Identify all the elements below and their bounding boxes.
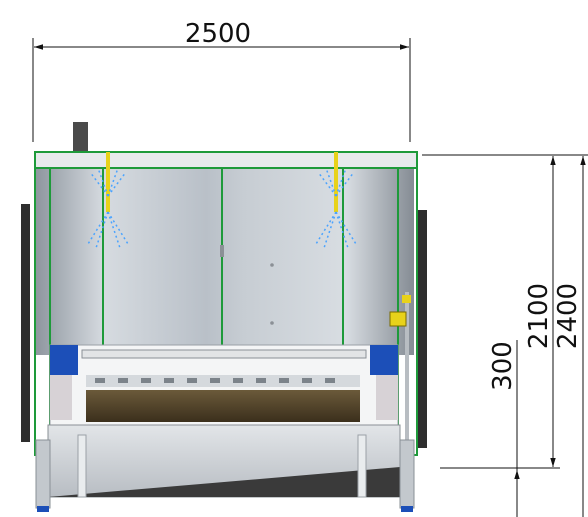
leg-right	[399, 439, 415, 509]
dimension-label-300: 300	[488, 341, 518, 391]
roller-bar	[81, 349, 367, 359]
nozzle-bar-right	[334, 152, 338, 212]
leg-left	[35, 439, 51, 509]
center-fitting	[220, 245, 224, 257]
drum-housing	[36, 165, 414, 355]
dimension-label-width: 2500	[185, 19, 251, 49]
valve-body	[389, 311, 407, 327]
valve-fitting	[402, 295, 411, 303]
top-cover	[34, 151, 418, 169]
dimension-label-2400: 2400	[553, 283, 583, 349]
foot-right	[401, 506, 413, 512]
side-guard-left	[50, 375, 72, 420]
dimension-heights: 2100 2400 300	[422, 154, 588, 517]
side-guard-right	[376, 375, 398, 420]
bolt-marker-1	[270, 263, 274, 267]
machine	[21, 122, 427, 512]
collection-tray	[86, 390, 360, 422]
side-block-right	[370, 345, 398, 375]
exhaust-pipe	[73, 122, 88, 152]
bolt-marker-2	[270, 321, 274, 325]
conveyor-belt	[86, 375, 360, 387]
side-block-left	[50, 345, 78, 375]
foot-left	[37, 506, 49, 512]
belt-slats	[95, 378, 335, 383]
dimension-label-2100: 2100	[524, 283, 554, 349]
base-shadow	[48, 467, 400, 497]
valve-pipe	[405, 292, 409, 442]
dimension-width: 2500	[32, 19, 411, 142]
spray-pattern-right	[315, 167, 357, 249]
nozzle-bar-left	[106, 152, 110, 212]
spray-pattern-left	[87, 167, 129, 249]
base-post-right	[357, 434, 367, 498]
side-panel-left	[21, 204, 30, 442]
side-panel-right	[418, 210, 427, 448]
base-post-left	[77, 434, 87, 498]
